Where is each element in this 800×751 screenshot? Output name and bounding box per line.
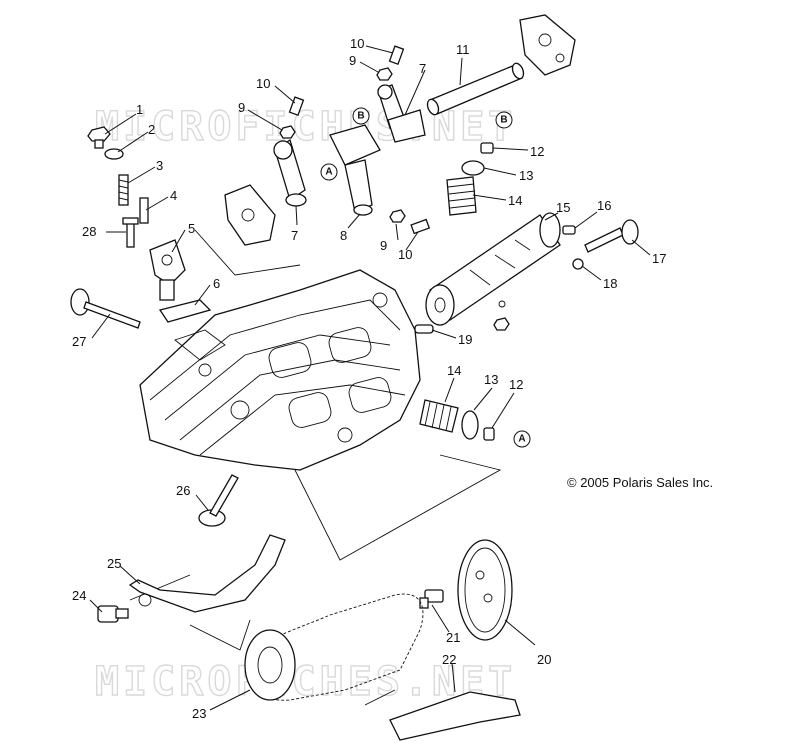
callout-24: 24 — [72, 588, 86, 603]
callout-9-left: 9 — [238, 100, 245, 115]
exhaust-valve — [198, 474, 239, 527]
valve-keepers-upper — [480, 142, 494, 154]
callout-5: 5 — [188, 221, 195, 236]
chain-guide-22 — [389, 691, 521, 741]
callout-4: 4 — [170, 188, 177, 203]
copyright-notice: © 2005 Polaris Sales Inc. — [567, 475, 713, 490]
svg-text:B: B — [357, 111, 364, 122]
crank-gear — [244, 629, 296, 701]
callout-27: 27 — [72, 334, 86, 349]
svg-text:A: A — [325, 167, 332, 178]
callouts: 1 2 3 4 5 6 7 7 8 9 9 9 10 10 10 11 12 1… — [72, 36, 666, 721]
small-nut — [493, 300, 510, 331]
rocker-arm-left — [273, 138, 307, 207]
assembly-frames — [129, 229, 502, 706]
callout-12-upper: 12 — [530, 144, 544, 159]
callout-10-left: 10 — [256, 76, 270, 91]
dowel-pin — [414, 324, 434, 334]
callout-15: 15 — [556, 200, 570, 215]
svg-text:A: A — [518, 434, 525, 445]
reference-markers: A A B B — [320, 107, 531, 448]
marker-b-upper: B — [352, 107, 370, 125]
adjuster-nuts — [279, 67, 406, 223]
marker-a-upper: A — [320, 163, 338, 181]
spring-3 — [118, 174, 129, 206]
bolt-24 — [97, 605, 129, 623]
rocker-shaft — [426, 62, 525, 116]
intake-valve — [70, 288, 141, 329]
valve-spring-upper — [446, 176, 477, 216]
callout-2: 2 — [148, 122, 155, 137]
callout-7-left: 7 — [291, 228, 298, 243]
callout-1: 1 — [136, 102, 143, 117]
valve-spring-lower — [419, 399, 459, 433]
marker-b-right: B — [495, 111, 513, 129]
spring-retainer-lower — [461, 410, 479, 440]
callout-22: 22 — [442, 652, 456, 667]
camshaft — [425, 212, 561, 326]
callout-13-upper: 13 — [519, 168, 533, 183]
tensioner-5 — [149, 239, 186, 301]
callout-8: 8 — [340, 228, 347, 243]
callout-9-lower: 9 — [380, 238, 387, 253]
callout-10-lower: 10 — [398, 247, 412, 262]
bolt-21 — [419, 589, 444, 609]
plunger-4 — [139, 197, 149, 224]
callout-9-top: 9 — [349, 53, 356, 68]
callout-13-lower: 13 — [484, 372, 498, 387]
callout-6: 6 — [213, 276, 220, 291]
rocker-arm-center — [329, 124, 381, 216]
callout-18: 18 — [603, 276, 617, 291]
rocker-support-bracket — [519, 14, 576, 76]
svg-text:B: B — [500, 115, 507, 126]
callout-12-lower: 12 — [509, 377, 523, 392]
cam-pin — [562, 225, 576, 235]
cylinder-head — [139, 269, 421, 471]
callout-10-top: 10 — [350, 36, 364, 51]
watermark-top: MICROFICHES.NET — [95, 104, 516, 150]
callout-16: 16 — [597, 198, 611, 213]
callout-11: 11 — [456, 42, 470, 57]
retaining-clip — [572, 258, 584, 270]
callout-17: 17 — [652, 251, 666, 266]
chain-guide-25 — [128, 534, 286, 613]
callout-20: 20 — [537, 652, 551, 667]
decompression-lever — [584, 219, 639, 253]
callout-23: 23 — [192, 706, 206, 721]
spring-retainer-upper — [461, 160, 485, 176]
cam-sprocket — [457, 539, 513, 641]
callout-3: 3 — [156, 158, 163, 173]
rocker-support-bracket-2 — [224, 184, 276, 246]
callout-7-right: 7 — [419, 61, 426, 76]
marker-a-lower: A — [513, 430, 531, 448]
callout-19: 19 — [458, 332, 472, 347]
rocker-arm-right — [377, 84, 426, 143]
bolt-28 — [122, 217, 139, 248]
callout-14-lower: 14 — [447, 363, 461, 378]
adjuster-screws — [288, 45, 431, 235]
callout-28: 28 — [82, 224, 96, 239]
callout-14-upper: 14 — [508, 193, 522, 208]
callout-25: 25 — [107, 556, 121, 571]
bolt-1 — [87, 126, 111, 149]
leader-lines — [89, 45, 651, 711]
callout-21: 21 — [446, 630, 460, 645]
callout-26: 26 — [176, 483, 190, 498]
valve-keepers-lower — [483, 427, 495, 441]
gasket-6 — [158, 299, 212, 323]
